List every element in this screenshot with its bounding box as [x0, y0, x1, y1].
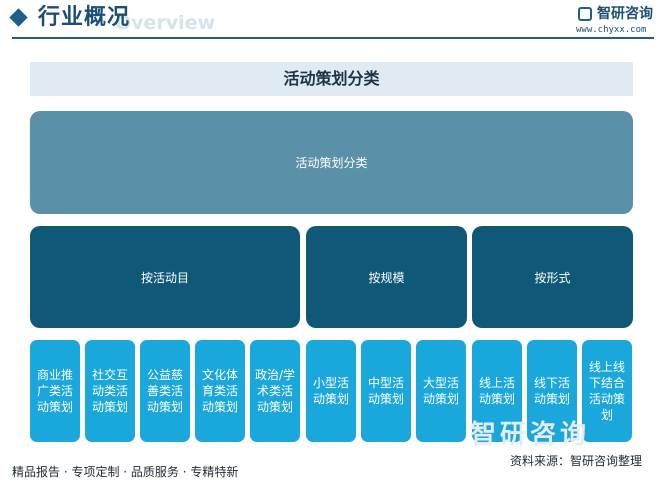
- leaf-node-social: 社交互动类活动策划: [85, 340, 135, 442]
- header-divider: [12, 37, 654, 39]
- leaf-node-medium: 中型活动策划: [361, 340, 411, 442]
- footer-slogan: 精品报告 · 专项定制 · 品质服务 · 专精特新: [12, 465, 239, 479]
- root-node: 活动策划分类: [30, 111, 633, 214]
- leaf-node-offline: 线下活动策划: [527, 340, 577, 442]
- category-node-purpose: 按活动目: [30, 226, 300, 328]
- leaf-node-large: 大型活动策划: [416, 340, 466, 442]
- diagram-title: 活动策划分类: [283, 69, 380, 88]
- watermark: 智研咨询: [470, 420, 591, 450]
- brand-url: www.chyxx.com: [576, 25, 647, 35]
- category-node-scale: 按规模: [306, 226, 467, 328]
- leaf-node-online: 线上活动策划: [472, 340, 522, 442]
- leaf-node-commercial: 商业推广类活动策划: [30, 340, 80, 442]
- header-diamond-icon: [9, 8, 28, 27]
- source-note: 资料来源：智研咨询整理: [510, 454, 643, 468]
- brand-logo-icon: [578, 7, 592, 21]
- category-node-format: 按形式: [472, 226, 633, 328]
- header-title: 行业概况: [38, 5, 131, 30]
- leaf-node-politics-academic: 政治/学术类活动策划: [250, 340, 300, 442]
- leaf-node-small: 小型活动策划: [306, 340, 356, 442]
- leaf-node-charity: 公益慈善类活动策划: [140, 340, 190, 442]
- leaf-node-hybrid: 线上线下结合活动策划: [582, 340, 632, 442]
- brand-name: 智研咨询: [597, 6, 653, 22]
- leaf-node-culture-sports: 文化体育类活动策划: [195, 340, 245, 442]
- header-subtitle-en: Overview: [115, 12, 216, 34]
- diagram-title-band: [30, 62, 633, 96]
